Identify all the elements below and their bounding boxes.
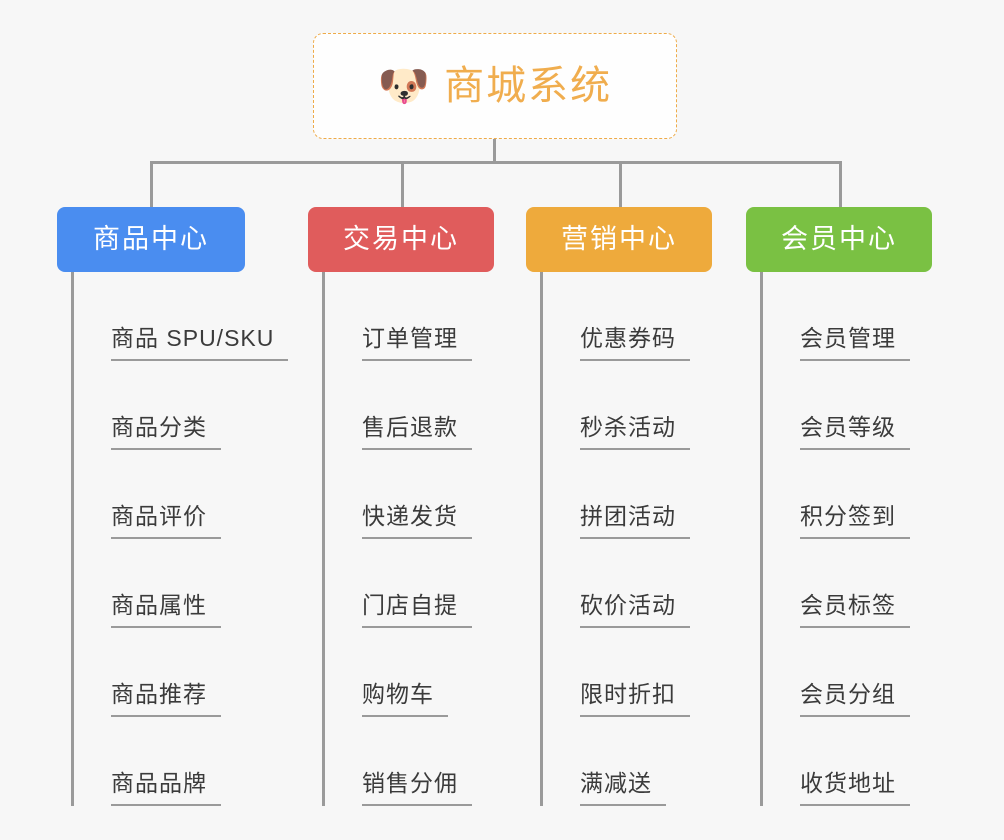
leaf-item-label: 收货地址 — [800, 772, 910, 806]
category-box-交易中心[interactable]: 交易中心 — [308, 207, 494, 272]
leaf-item-label: 优惠券码 — [580, 327, 690, 361]
leaf-item[interactable]: 商品推荐 — [74, 628, 221, 717]
column-spine — [71, 272, 74, 806]
leaf-item-label: 门店自提 — [362, 594, 472, 628]
leaf-item-label: 商品属性 — [111, 594, 221, 628]
category-box-营销中心[interactable]: 营销中心 — [526, 207, 712, 272]
leaf-item[interactable]: 秒杀活动 — [543, 361, 690, 450]
leaf-item-label: 限时折扣 — [580, 683, 690, 717]
leaf-item-label: 商品推荐 — [111, 683, 221, 717]
leaf-item[interactable]: 订单管理 — [325, 272, 472, 361]
category-box-会员中心[interactable]: 会员中心 — [746, 207, 932, 272]
leaf-item[interactable]: 售后退款 — [325, 361, 472, 450]
leaf-item-label: 商品 SPU/SKU — [111, 327, 289, 361]
leaf-item[interactable]: 商品品牌 — [74, 717, 221, 806]
leaf-item[interactable]: 门店自提 — [325, 539, 472, 628]
leaf-item[interactable]: 会员等级 — [763, 361, 910, 450]
leaf-item[interactable]: 商品评价 — [74, 450, 221, 539]
leaf-item[interactable]: 会员标签 — [763, 539, 910, 628]
category-box-商品中心[interactable]: 商品中心 — [57, 207, 245, 272]
leaf-item-label: 会员标签 — [800, 594, 910, 628]
leaf-item-label: 满减送 — [580, 772, 666, 806]
column-spine — [540, 272, 543, 806]
leaf-item-label: 销售分佣 — [362, 772, 472, 806]
column-spine — [322, 272, 325, 806]
leaf-item[interactable]: 满减送 — [543, 717, 666, 806]
shiba-dog-emoji-icon: 🐶 — [377, 62, 431, 109]
leaf-item-label: 商品品牌 — [111, 772, 221, 806]
root-node-title: 商城系统 — [444, 64, 613, 108]
connector-drop-3 — [619, 161, 622, 207]
connector-root-stem — [493, 139, 496, 164]
leaf-item[interactable]: 砍价活动 — [543, 539, 690, 628]
leaf-item-label: 快递发货 — [362, 505, 472, 539]
category-label: 会员中心 — [781, 224, 897, 254]
leaf-item-label: 商品分类 — [111, 416, 221, 450]
leaf-item-label: 积分签到 — [800, 505, 910, 539]
leaf-item-label: 购物车 — [362, 683, 448, 717]
leaf-item[interactable]: 商品分类 — [74, 361, 221, 450]
leaf-item[interactable]: 快递发货 — [325, 450, 472, 539]
leaf-item[interactable]: 积分签到 — [763, 450, 910, 539]
root-node-content: 🐶 商城系统 — [378, 65, 612, 107]
leaf-item[interactable]: 商品属性 — [74, 539, 221, 628]
connector-drop-4 — [839, 161, 842, 207]
connector-drop-2 — [401, 161, 404, 207]
leaf-item-label: 会员等级 — [800, 416, 910, 450]
leaf-item[interactable]: 收货地址 — [763, 717, 910, 806]
leaf-item[interactable]: 会员分组 — [763, 628, 910, 717]
leaf-item[interactable]: 会员管理 — [763, 272, 910, 361]
leaf-item[interactable]: 商品 SPU/SKU — [74, 272, 289, 361]
leaf-item-label: 会员分组 — [800, 683, 910, 717]
leaf-item-label: 商品评价 — [111, 505, 221, 539]
leaf-item[interactable]: 购物车 — [325, 628, 448, 717]
leaf-item[interactable]: 优惠券码 — [543, 272, 690, 361]
root-node[interactable]: 🐶 商城系统 — [313, 33, 677, 139]
leaf-item-label: 秒杀活动 — [580, 416, 690, 450]
leaf-item-label: 拼团活动 — [580, 505, 690, 539]
leaf-item-label: 订单管理 — [362, 327, 472, 361]
leaf-item-label: 会员管理 — [800, 327, 910, 361]
connector-horizontal-bar — [150, 161, 842, 164]
leaf-item[interactable]: 限时折扣 — [543, 628, 690, 717]
category-label: 商品中心 — [93, 224, 209, 254]
leaf-item-label: 砍价活动 — [580, 594, 690, 628]
category-label: 营销中心 — [561, 224, 677, 254]
leaf-item[interactable]: 拼团活动 — [543, 450, 690, 539]
column-spine — [760, 272, 763, 806]
connector-drop-1 — [150, 161, 153, 207]
leaf-item-label: 售后退款 — [362, 416, 472, 450]
leaf-item[interactable]: 销售分佣 — [325, 717, 472, 806]
category-label: 交易中心 — [343, 224, 459, 254]
